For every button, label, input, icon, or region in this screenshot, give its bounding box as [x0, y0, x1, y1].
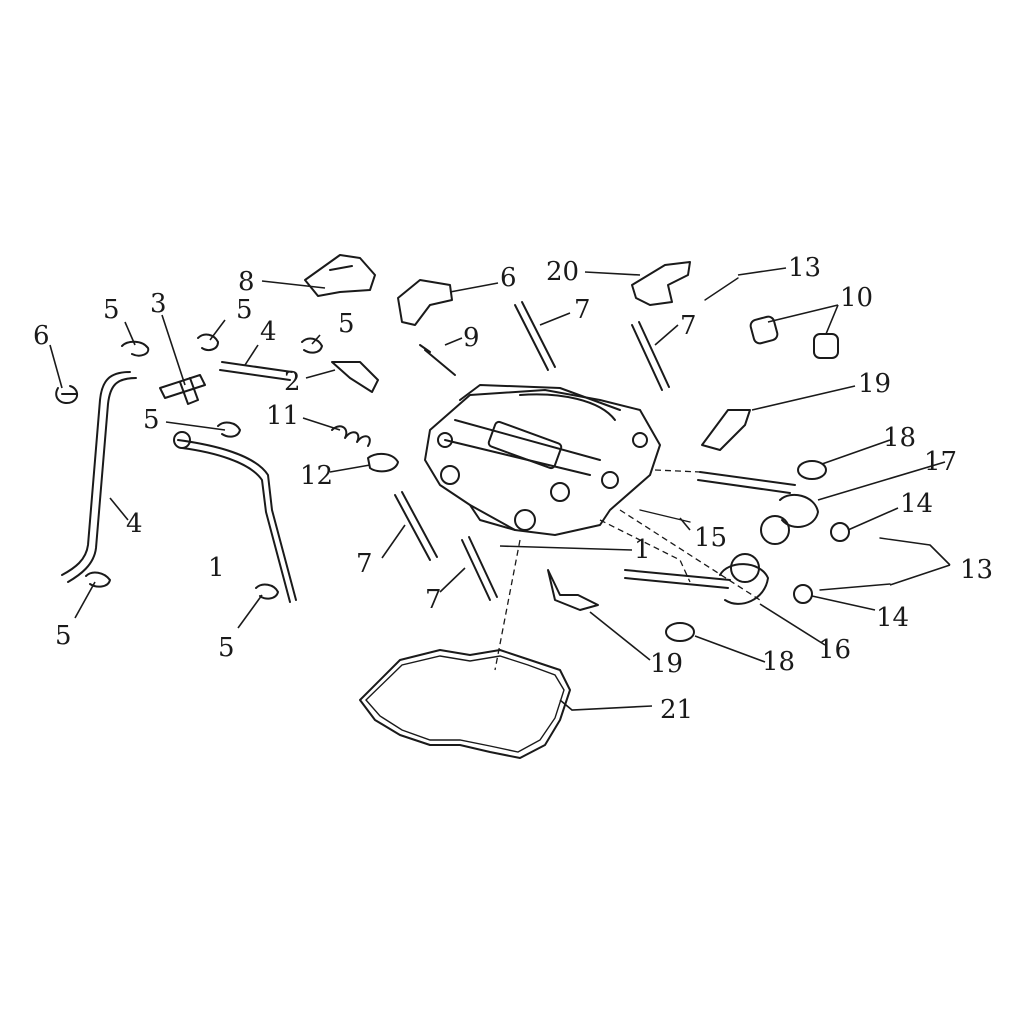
gasket-axis-line	[494, 539, 521, 671]
callout-19: 19	[858, 369, 891, 399]
main-housing	[424, 384, 661, 536]
callout-5: 5	[236, 295, 253, 325]
callout-5: 5	[55, 621, 72, 651]
callout-17: 17	[924, 447, 957, 477]
callout-4: 4	[260, 317, 277, 347]
leader-lines	[49, 267, 951, 711]
callout-8: 8	[238, 267, 255, 297]
bolts	[394, 301, 670, 601]
lever-upper	[701, 409, 751, 451]
gasket	[359, 649, 571, 759]
hose-left	[61, 371, 137, 583]
clamp-icon	[85, 333, 323, 600]
spring-coil	[331, 425, 371, 447]
callout-19: 19	[650, 649, 683, 679]
callout-10: 10	[840, 283, 873, 313]
ring-upper	[797, 460, 827, 480]
callout-14: 14	[900, 489, 933, 519]
callout-20: 20	[546, 257, 579, 287]
callout-4: 4	[126, 509, 143, 539]
lever-bracket	[631, 261, 691, 306]
callout-16: 16	[818, 635, 851, 665]
callout-1: 1	[208, 553, 225, 583]
screw	[419, 344, 456, 376]
washer-upper	[830, 522, 850, 542]
callout-6: 6	[500, 263, 517, 293]
mounting-plate	[397, 279, 453, 326]
callout-5: 5	[103, 295, 120, 325]
bolt-top	[704, 277, 739, 301]
callout-7: 7	[356, 549, 373, 579]
hose-short	[219, 361, 293, 381]
callout-5: 5	[143, 405, 160, 435]
callout-21: 21	[660, 695, 693, 725]
washer-lower	[793, 584, 813, 604]
tee-fitting	[159, 374, 206, 405]
bolt-lower	[819, 583, 891, 591]
shaft-lower	[624, 553, 769, 605]
callout-1: 1	[634, 535, 651, 565]
callout-18: 18	[762, 647, 795, 677]
callout-13: 13	[788, 253, 821, 283]
callout-7: 7	[574, 295, 591, 325]
callout-13: 13	[960, 555, 993, 585]
shaft-upper	[697, 471, 819, 545]
callout-5: 5	[338, 309, 355, 339]
bracket-top	[304, 254, 376, 297]
callout-3: 3	[150, 289, 167, 319]
callout-9: 9	[463, 323, 480, 353]
callout-5: 5	[218, 633, 235, 663]
bracket-small	[331, 361, 379, 393]
bolt-upper	[879, 537, 931, 546]
alignment-lines	[599, 469, 761, 601]
callout-12: 12	[300, 461, 333, 491]
callout-6: 6	[33, 321, 50, 351]
caps	[749, 315, 839, 359]
callout-labels: 1 2 3 4 4 5 5 5 5 5 5 6 6 7 7 7 7 8 9 10…	[33, 253, 993, 725]
callout-2: 2	[284, 367, 301, 397]
callout-15: 15	[694, 523, 727, 553]
pipe-bent	[173, 431, 297, 603]
callout-11: 11	[266, 401, 299, 431]
callout-7: 7	[680, 311, 697, 341]
ring-lower	[665, 622, 695, 642]
washer-lever	[367, 452, 399, 473]
lever-lower	[547, 569, 599, 611]
callout-18: 18	[883, 423, 916, 453]
callout-7: 7	[425, 585, 442, 615]
clip-icon	[55, 385, 78, 404]
callout-14: 14	[876, 603, 909, 633]
